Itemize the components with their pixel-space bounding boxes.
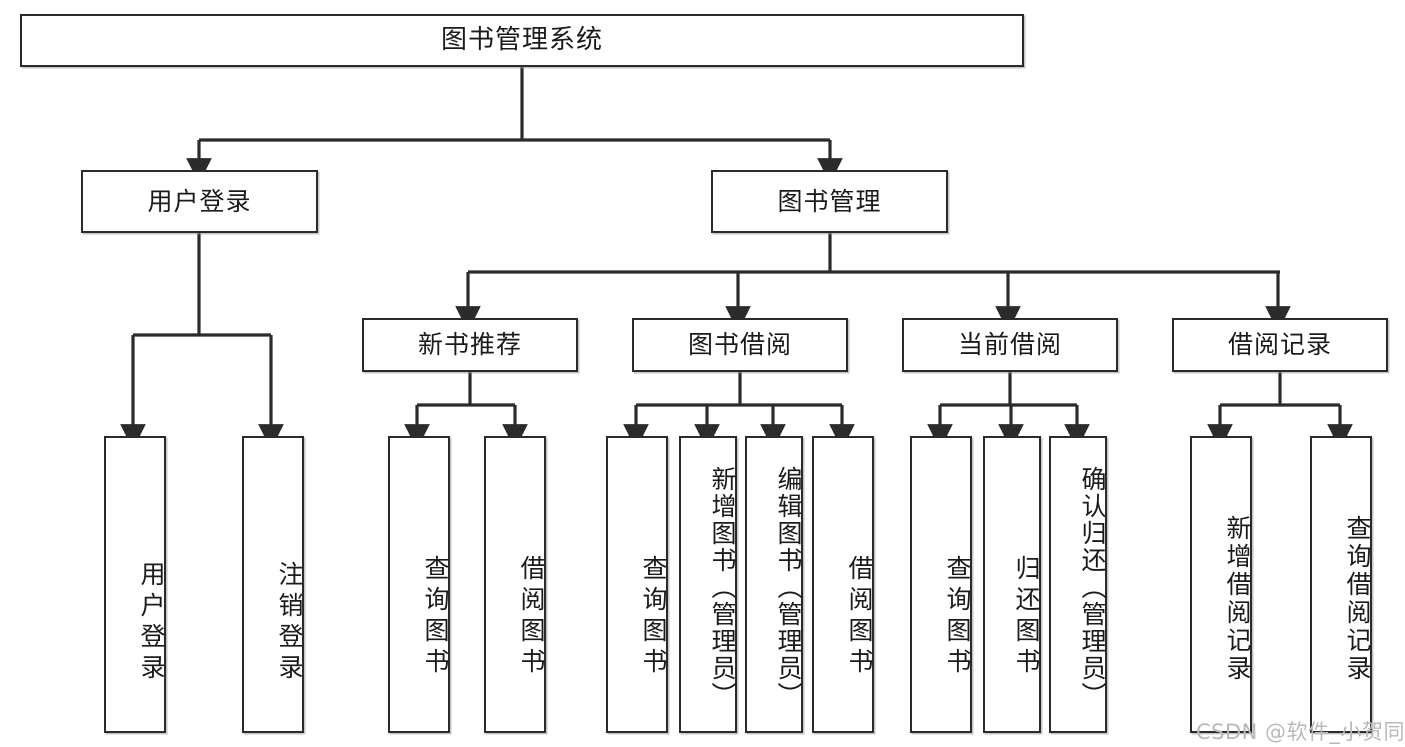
node-leaf-return-book-label: 归还图书 xyxy=(1012,554,1041,679)
node-leaf-edit-book[interactable]: 编辑图书（管理员） xyxy=(745,436,803,733)
node-leaf-add-record[interactable]: 新增借阅记录 xyxy=(1190,436,1252,733)
node-current-borrow-label: 当前借阅 xyxy=(957,330,1062,360)
node-leaf-user-login[interactable]: 用户登录 xyxy=(104,436,166,733)
node-leaf-query-book-2[interactable]: 查询图书 xyxy=(606,436,668,733)
node-leaf-add-book[interactable]: 新增图书（管理员） xyxy=(679,436,737,733)
node-leaf-add-book-label: 新增图书（管理员） xyxy=(708,466,737,709)
node-leaf-query-record-label: 查询借阅记录 xyxy=(1343,514,1372,683)
node-leaf-logout-label: 注销登录 xyxy=(275,560,304,685)
node-leaf-query-record[interactable]: 查询借阅记录 xyxy=(1310,436,1372,733)
node-leaf-query-book-2-label: 查询图书 xyxy=(639,554,668,679)
node-leaf-query-book-3[interactable]: 查询图书 xyxy=(910,436,972,733)
node-user-login-label: 用户登录 xyxy=(147,186,252,216)
node-leaf-borrow-book-2[interactable]: 借阅图书 xyxy=(812,436,874,733)
node-book-borrow-label: 图书借阅 xyxy=(687,330,792,360)
node-leaf-add-record-label: 新增借阅记录 xyxy=(1223,514,1252,683)
node-leaf-user-login-label: 用户登录 xyxy=(137,560,166,685)
node-leaf-return-book[interactable]: 归还图书 xyxy=(983,436,1041,733)
csdn-watermark: CSDN @软件_小贺同学 xyxy=(1196,716,1405,746)
node-leaf-confirm-return-label: 确认归还（管理员） xyxy=(1078,466,1107,709)
node-leaf-confirm-return[interactable]: 确认归还（管理员） xyxy=(1049,436,1107,733)
node-leaf-borrow-book-1[interactable]: 借阅图书 xyxy=(484,436,546,733)
csdn-watermark-text: CSDN @软件_小贺同学 xyxy=(1196,720,1405,744)
node-book-manage[interactable]: 图书管理 xyxy=(711,170,948,233)
node-leaf-query-book-1[interactable]: 查询图书 xyxy=(388,436,450,733)
node-leaf-edit-book-label: 编辑图书（管理员） xyxy=(774,466,803,709)
node-leaf-query-book-1-label: 查询图书 xyxy=(421,554,450,679)
node-borrow-record-label: 借阅记录 xyxy=(1227,330,1332,360)
node-leaf-query-book-3-label: 查询图书 xyxy=(943,554,972,679)
node-root-label: 图书管理系统 xyxy=(440,25,603,56)
node-new-book-recommend-label: 新书推荐 xyxy=(417,330,522,360)
node-book-manage-label: 图书管理 xyxy=(777,186,882,216)
node-leaf-logout[interactable]: 注销登录 xyxy=(242,436,304,733)
node-root[interactable]: 图书管理系统 xyxy=(20,14,1024,67)
node-leaf-borrow-book-2-label: 借阅图书 xyxy=(845,554,874,679)
node-user-login[interactable]: 用户登录 xyxy=(81,170,318,233)
node-new-book-recommend[interactable]: 新书推荐 xyxy=(362,318,578,372)
node-borrow-record[interactable]: 借阅记录 xyxy=(1172,318,1388,372)
node-current-borrow[interactable]: 当前借阅 xyxy=(902,318,1118,372)
node-leaf-borrow-book-1-label: 借阅图书 xyxy=(517,554,546,679)
node-book-borrow[interactable]: 图书借阅 xyxy=(632,318,848,372)
